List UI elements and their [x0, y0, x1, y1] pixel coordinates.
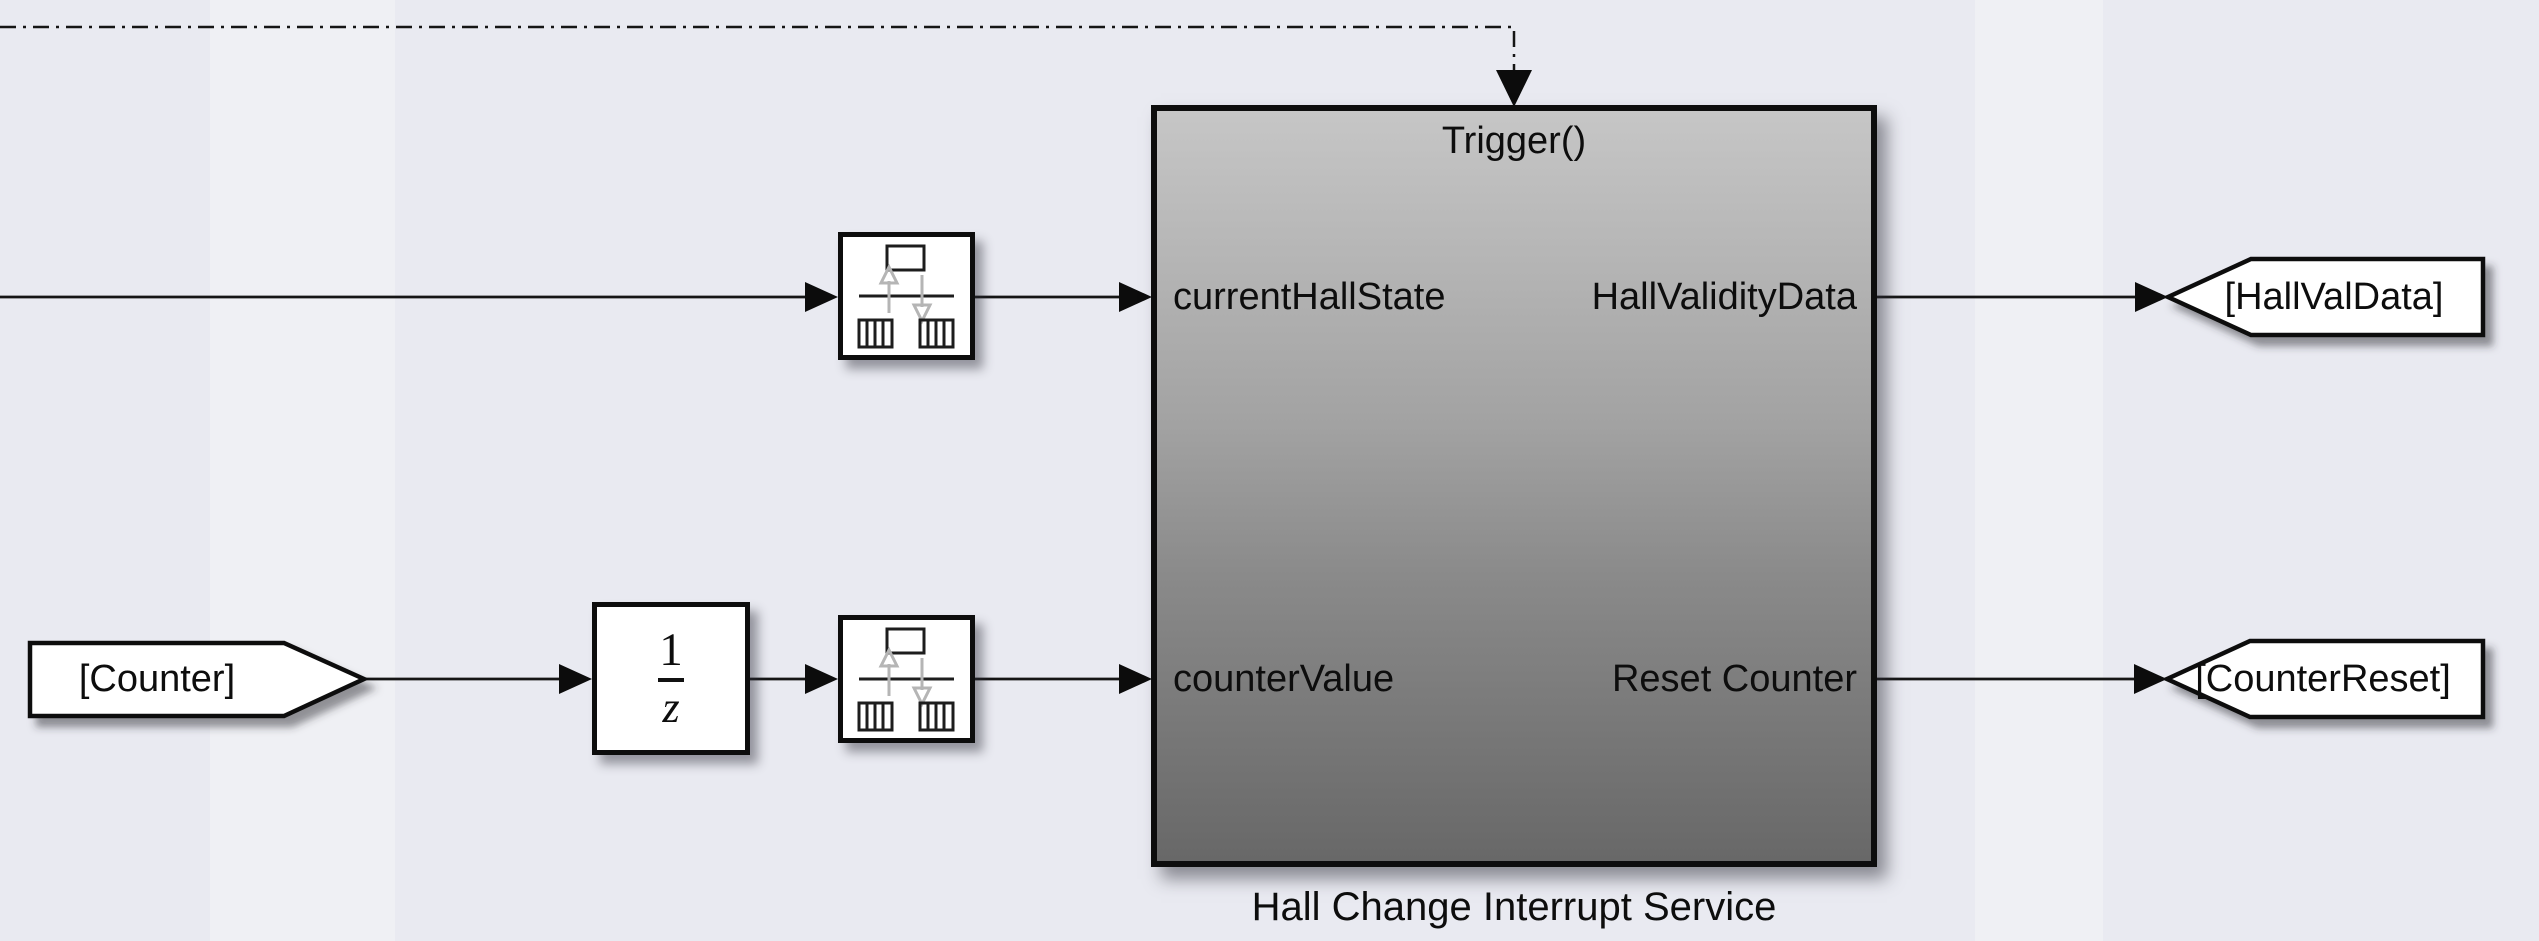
unit-delay-fraction-icon: 1 z: [658, 627, 684, 730]
from-tag-counter[interactable]: [27, 640, 370, 719]
wire-arrowhead: [805, 282, 838, 312]
rate-transition-block-2[interactable]: [838, 615, 975, 743]
rate-transition-block-1[interactable]: [838, 232, 975, 360]
wire-arrowhead: [805, 664, 838, 694]
wire-arrowhead: [559, 664, 592, 694]
trigger-wire-arrowhead: [1496, 70, 1532, 107]
fraction-bar: [658, 678, 684, 682]
unit-delay-numerator: 1: [659, 624, 683, 676]
wire-arrowhead: [1119, 664, 1152, 694]
rate-transition-icon: [857, 244, 955, 349]
subsystem-block-hall-change-interrupt-service[interactable]: Trigger() currentHallState HallValidityD…: [1151, 105, 1877, 867]
trigger-port-label: Trigger(): [1441, 120, 1587, 162]
outport-label-resetcounter: Reset Counter: [1611, 658, 1857, 700]
goto-tag-hallvaldata[interactable]: [2162, 256, 2486, 338]
rate-transition-icon: [857, 627, 955, 732]
trigger-wire[interactable]: [0, 25, 1516, 70]
wire-arrowhead: [1119, 282, 1152, 312]
subsystem-name-caption: Hall Change Interrupt Service: [1251, 885, 1777, 929]
unit-delay-denominator: z: [662, 683, 680, 732]
outport-label-hallvaliditydata: HallValidityData: [1591, 276, 1857, 318]
unit-delay-block[interactable]: 1 z: [592, 602, 750, 755]
wire-arrowhead: [2134, 664, 2167, 694]
inport-label-currenthallstate: currentHallState: [1173, 276, 1446, 318]
goto-tag-counterreset[interactable]: [2161, 638, 2486, 720]
inport-label-countervalue: counterValue: [1173, 658, 1395, 700]
wire-arrowhead: [2135, 282, 2168, 312]
